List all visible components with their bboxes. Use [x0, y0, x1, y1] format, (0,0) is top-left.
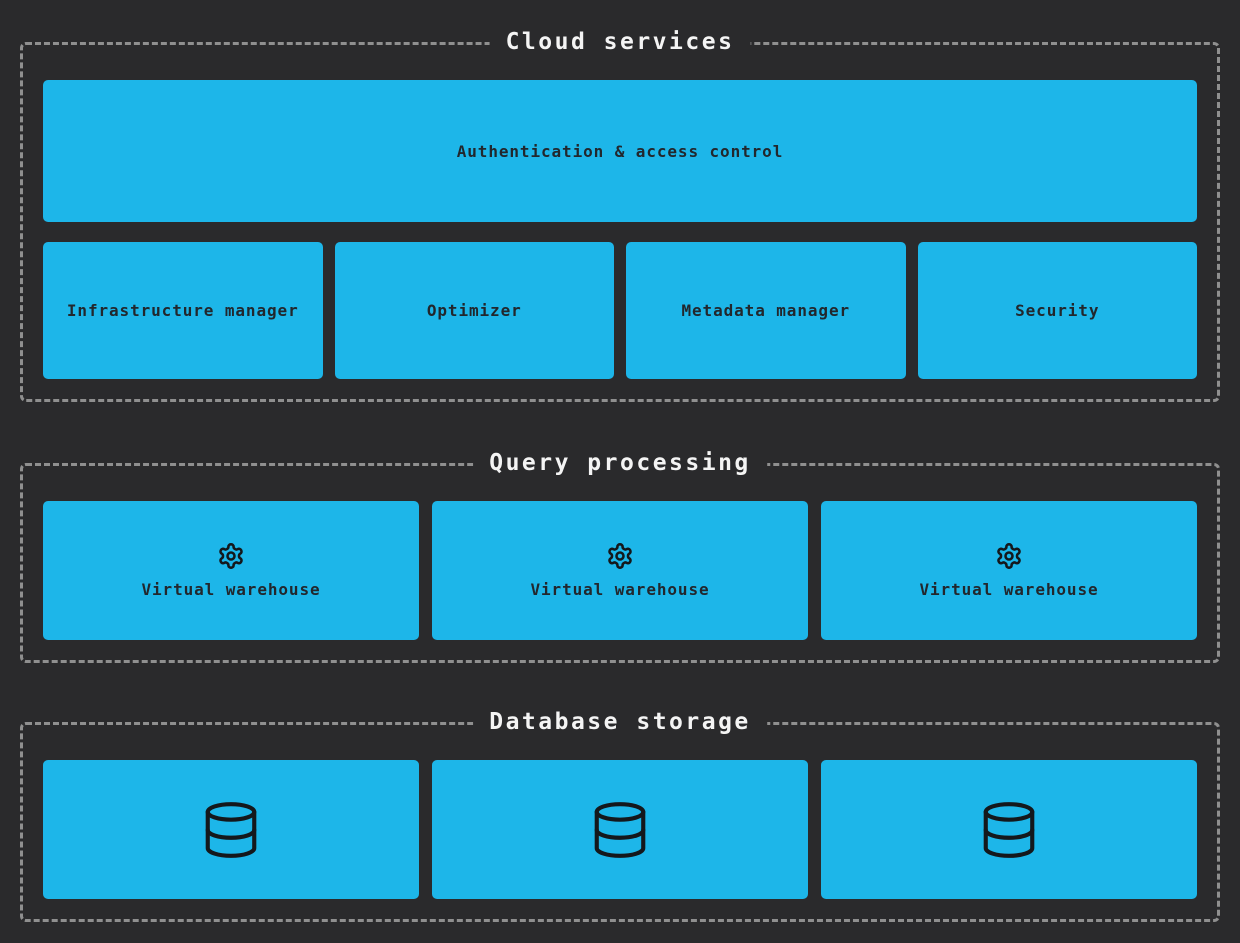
box-virtual-warehouse-1: Virtual warehouse — [43, 501, 419, 640]
gear-icon — [606, 542, 634, 570]
section-title-cloud-services: Cloud services — [489, 26, 751, 58]
box-metadata-manager: Metadata manager — [626, 242, 906, 379]
database-storage-row — [43, 760, 1197, 899]
architecture-diagram: Cloud services Authentication & access c… — [0, 26, 1240, 943]
box-optimizer: Optimizer — [334, 242, 614, 379]
database-icon — [978, 799, 1040, 861]
box-authentication-access-control: Authentication & access control — [43, 80, 1197, 222]
box-label: Optimizer — [426, 301, 522, 320]
section-title-database-storage: Database storage — [473, 706, 767, 738]
box-virtual-warehouse-3: Virtual warehouse — [821, 501, 1197, 640]
box-security: Security — [917, 242, 1197, 379]
gear-icon — [217, 542, 245, 570]
box-database-store-3 — [821, 760, 1197, 899]
box-label: Metadata manager — [681, 301, 851, 320]
section-cloud-services: Cloud services Authentication & access c… — [20, 26, 1220, 402]
box-label: Virtual warehouse — [530, 580, 710, 599]
section-database-storage: Database storage — [20, 706, 1220, 922]
box-virtual-warehouse-2: Virtual warehouse — [432, 501, 808, 640]
database-icon — [589, 799, 651, 861]
box-label: Infrastructure manager — [66, 301, 299, 320]
box-database-store-1 — [43, 760, 419, 899]
gear-icon — [995, 542, 1023, 570]
section-query-processing: Query processing Virtual warehouse — [20, 447, 1220, 663]
query-processing-row: Virtual warehouse Virtual warehouse — [43, 501, 1197, 640]
box-infrastructure-manager: Infrastructure manager — [43, 242, 323, 379]
box-label: Authentication & access control — [456, 141, 784, 161]
box-label: Virtual warehouse — [919, 580, 1099, 599]
database-icon — [200, 799, 262, 861]
section-title-query-processing: Query processing — [473, 447, 767, 479]
cloud-services-subsystems-row: Infrastructure manager Optimizer Metadat… — [43, 242, 1197, 379]
box-label: Security — [1015, 301, 1100, 320]
box-database-store-2 — [432, 760, 808, 899]
box-label: Virtual warehouse — [141, 580, 321, 599]
